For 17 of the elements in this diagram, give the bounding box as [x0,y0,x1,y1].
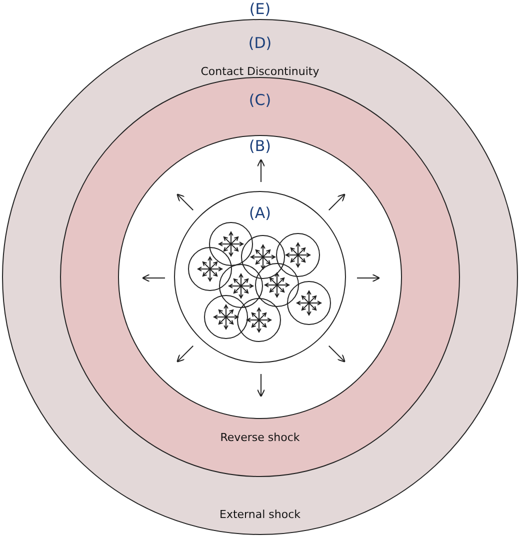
cloud-circle [188,247,232,291]
cloud-circle [209,222,253,266]
region-letter: (B) [249,139,271,154]
region-letter: (A) [249,206,271,221]
cloud-circle [204,295,248,339]
cloud-circle [237,298,281,342]
region-letter: (D) [248,36,272,51]
cloud-circle [241,235,285,279]
cloud-circle [255,263,299,307]
boundary-label: Contact Discontinuity [200,66,320,77]
cloud-circle [276,233,320,277]
region-letter: (C) [248,93,272,108]
cloud-circle [287,281,331,325]
cloud-circle [219,264,263,308]
boundary-label: Reverse shock [220,432,300,443]
region-letter: (E) [249,2,271,17]
boundary-label: External shock [220,509,300,520]
